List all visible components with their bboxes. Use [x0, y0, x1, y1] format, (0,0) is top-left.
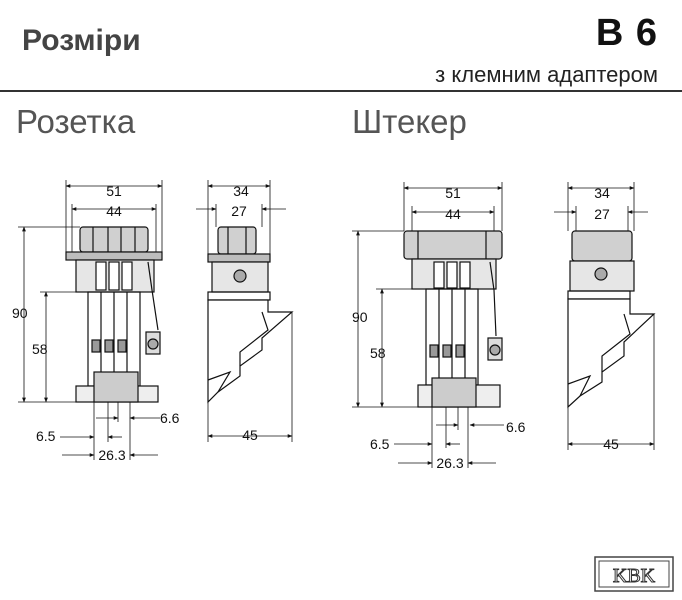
- socket-dim-58: 58: [32, 341, 48, 357]
- plug-dim-58: 58: [370, 345, 386, 361]
- socket-side-dim-27: 27: [231, 203, 247, 219]
- socket-dim-26-3: 26.3: [98, 447, 125, 463]
- socket-front-dims: [18, 180, 163, 460]
- plug-dim-44: 44: [445, 206, 461, 222]
- socket-side-dim-45: 45: [242, 427, 258, 443]
- kbk-logo: KBK: [594, 556, 674, 592]
- socket-dim-90: 90: [12, 305, 28, 321]
- socket-dim-6-6: 6.6: [160, 410, 180, 426]
- plug-dim-26-3: 26.3: [436, 455, 463, 471]
- socket-front-view: [65, 226, 163, 403]
- plug-dim-51: 51: [445, 185, 461, 201]
- socket-dim-51: 51: [106, 183, 122, 199]
- plug-front-dims: [352, 182, 504, 468]
- socket-dim-6-5: 6.5: [36, 428, 56, 444]
- plug-side-dim-45: 45: [603, 436, 619, 452]
- section-title-plug: Штекер: [352, 103, 467, 140]
- socket-side-view: [207, 226, 294, 404]
- plug-side-view: [567, 230, 656, 409]
- plug-dim-6-6: 6.6: [506, 419, 526, 435]
- logo-text: KBK: [613, 565, 656, 587]
- plug-dim-90: 90: [352, 309, 368, 325]
- plug-side-dims: [554, 182, 655, 450]
- plug-front-view: [403, 230, 503, 408]
- socket-dim-44: 44: [106, 203, 122, 219]
- section-title-socket: Розетка: [16, 103, 136, 140]
- socket-side-dim-34: 34: [233, 183, 249, 199]
- plug-side-dim-34: 34: [594, 185, 610, 201]
- page-subtitle: з клемним адаптером: [435, 62, 658, 87]
- page-title: Розміри: [22, 24, 141, 57]
- product-code: B 6: [595, 12, 658, 54]
- header-divider: [0, 90, 682, 92]
- plug-side-dim-27: 27: [594, 206, 610, 222]
- socket-side-dims: [196, 180, 293, 442]
- plug-dim-6-5: 6.5: [370, 436, 390, 452]
